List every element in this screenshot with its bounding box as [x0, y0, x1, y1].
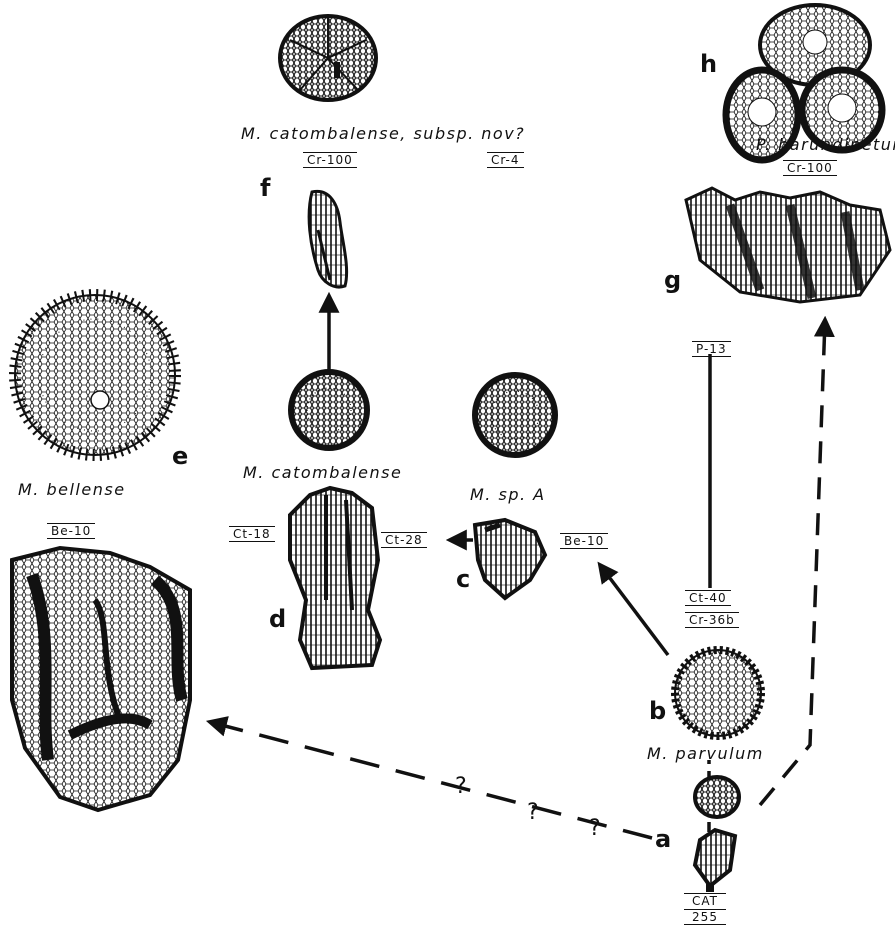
specimen-letter-c: c	[456, 565, 470, 593]
arrow-b-to-c	[600, 565, 668, 655]
uncertain-mark-1: ?	[455, 774, 467, 799]
sample-label-h: Cr-100	[783, 160, 837, 176]
specimen-a-long-section	[695, 830, 735, 892]
specimen-c-cross-section	[475, 375, 555, 455]
specimen-b-cross-section	[675, 650, 761, 736]
specimen-letter-e: e	[172, 442, 188, 470]
sample-label-b-2: Cr-36b	[685, 612, 739, 628]
specimen-d-cross-section	[291, 372, 367, 448]
uncertain-mark-3: ?	[589, 816, 601, 841]
sample-label-c-1: Ct-28	[381, 532, 427, 548]
specimen-letter-b: b	[649, 697, 666, 725]
specimen-letter-a: a	[655, 825, 671, 853]
dashed-arrow-a-to-e	[210, 722, 652, 838]
sample-label-a-line1: CAT	[684, 893, 726, 908]
species-name-b: M. parvulum	[647, 744, 764, 763]
specimen-letter-f: f	[260, 174, 270, 202]
sample-label-a-line2: 255	[684, 909, 726, 925]
specimen-letter-h: h	[700, 50, 717, 78]
species-name-d: M. catombalense	[243, 463, 402, 482]
sample-label-g: P-13	[692, 341, 731, 357]
specimen-letter-d: d	[269, 605, 286, 633]
dashed-arrow-a-to-g	[760, 320, 825, 805]
specimen-g-long-section	[686, 188, 890, 302]
species-name-e: M. bellense	[18, 480, 126, 499]
specimen-letter-g: g	[664, 266, 681, 294]
specimen-e-long-section	[12, 548, 190, 810]
sample-label-f-1: Cr-100	[303, 152, 357, 168]
specimen-a-cross-section	[695, 777, 739, 817]
sample-label-e: Be-10	[47, 523, 95, 539]
species-name-f: M. catombalense, subsp. nov?	[241, 124, 525, 143]
specimen-f-top-section	[280, 16, 376, 100]
specimen-d-long-section	[290, 488, 380, 668]
uncertain-mark-2: ?	[527, 800, 539, 825]
sample-label-c-2: Be-10	[560, 533, 608, 549]
species-name-c: M. sp. A	[470, 485, 546, 504]
sample-label-b-1: Ct-40	[685, 590, 731, 606]
specimen-f-long-section	[309, 191, 347, 287]
specimen-c-long-section	[475, 520, 545, 598]
species-name-h: P. harundinetum	[756, 135, 895, 154]
sample-label-d: Ct-18	[229, 526, 275, 542]
specimen-e-cross-section	[15, 295, 175, 455]
sample-label-f-2: Cr-4	[487, 152, 524, 168]
